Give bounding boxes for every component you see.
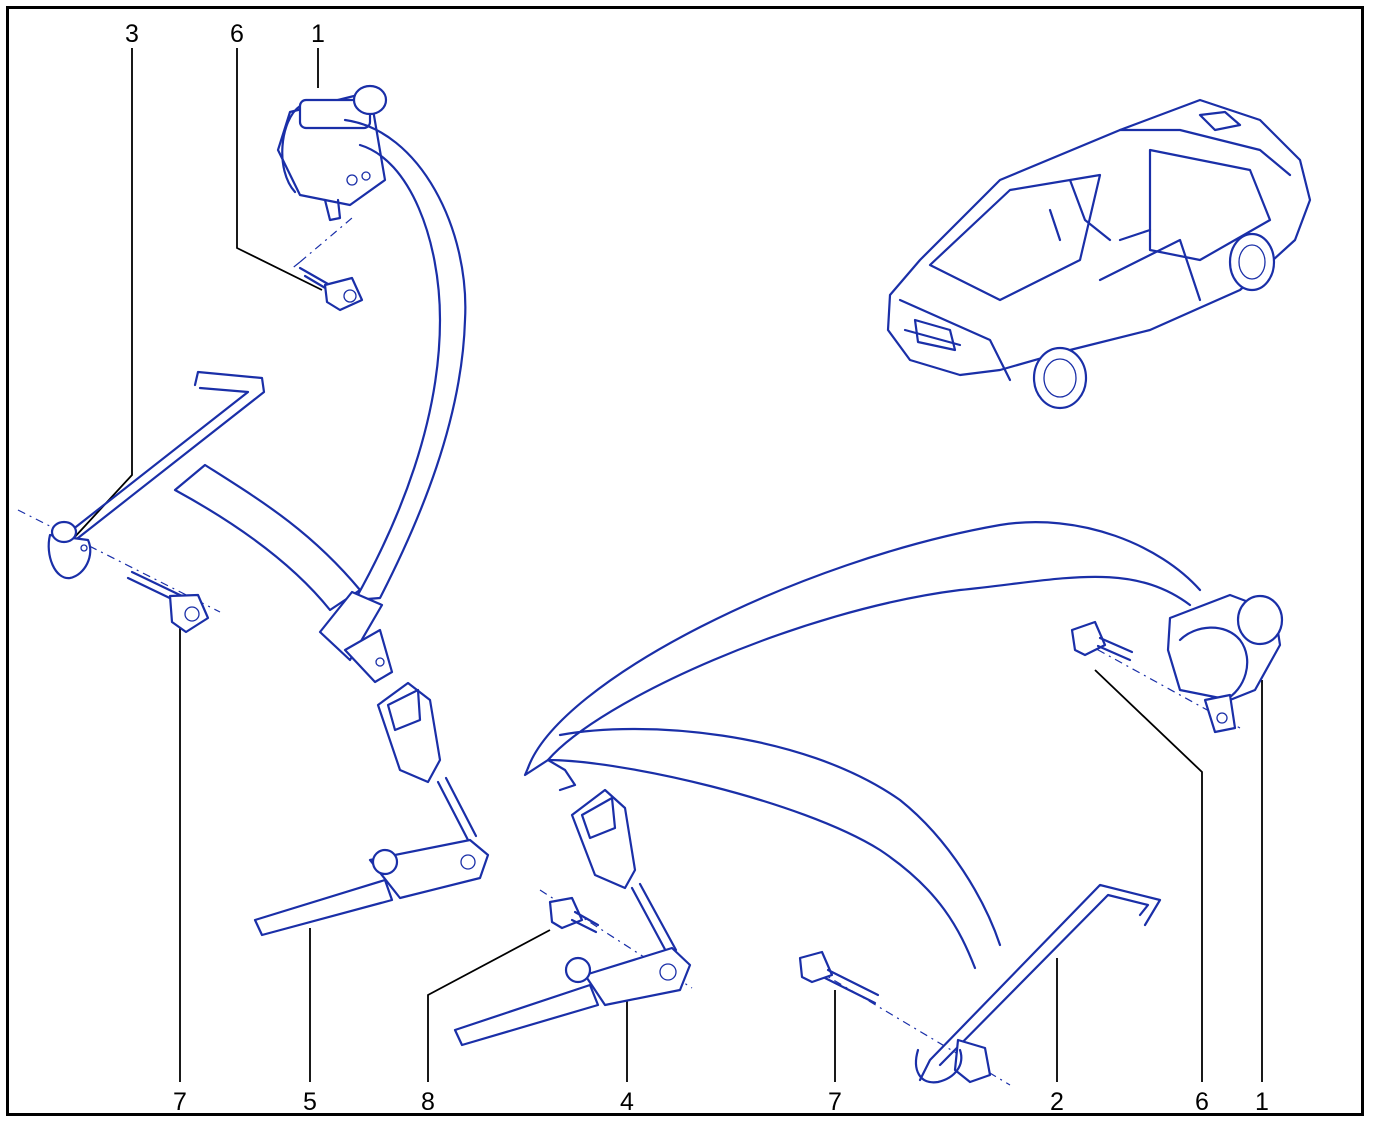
callout-1-bottom: 1 bbox=[1255, 1088, 1269, 1116]
callout-2: 2 bbox=[1050, 1088, 1064, 1116]
callout-6-bottom: 6 bbox=[1195, 1088, 1209, 1116]
buckle-4 bbox=[453, 788, 692, 1047]
callout-7-left: 7 bbox=[173, 1088, 187, 1116]
rear-webbing-end bbox=[523, 758, 577, 792]
front-webbing-lower bbox=[173, 463, 362, 612]
front-webbing-top bbox=[343, 118, 467, 602]
bolt-6-right bbox=[1070, 620, 1134, 662]
front-retractor-top bbox=[276, 84, 388, 222]
bolt-6-top bbox=[298, 266, 364, 312]
callout-1-top: 1 bbox=[311, 20, 325, 48]
rear-webbing bbox=[526, 521, 1202, 970]
diagram-frame bbox=[6, 6, 1364, 1116]
bolt-7-left bbox=[126, 570, 210, 634]
belt-tongue-left bbox=[318, 590, 394, 684]
callout-4: 4 bbox=[620, 1088, 634, 1116]
bolt-7-right bbox=[798, 950, 880, 1005]
leader-lines bbox=[71, 48, 1263, 1082]
callout-3-top: 3 bbox=[125, 20, 139, 48]
rear-retractor-right bbox=[1166, 593, 1284, 734]
callout-6-top: 6 bbox=[230, 20, 244, 48]
buckle-5 bbox=[253, 681, 490, 937]
rear-rod-3 bbox=[47, 370, 266, 580]
callout-8: 8 bbox=[421, 1088, 435, 1116]
car-illustration bbox=[886, 98, 1312, 410]
rear-rod-2 bbox=[914, 883, 1162, 1084]
callout-7-right: 7 bbox=[828, 1088, 842, 1116]
bolt-8 bbox=[548, 896, 600, 934]
callout-5: 5 bbox=[303, 1088, 317, 1116]
